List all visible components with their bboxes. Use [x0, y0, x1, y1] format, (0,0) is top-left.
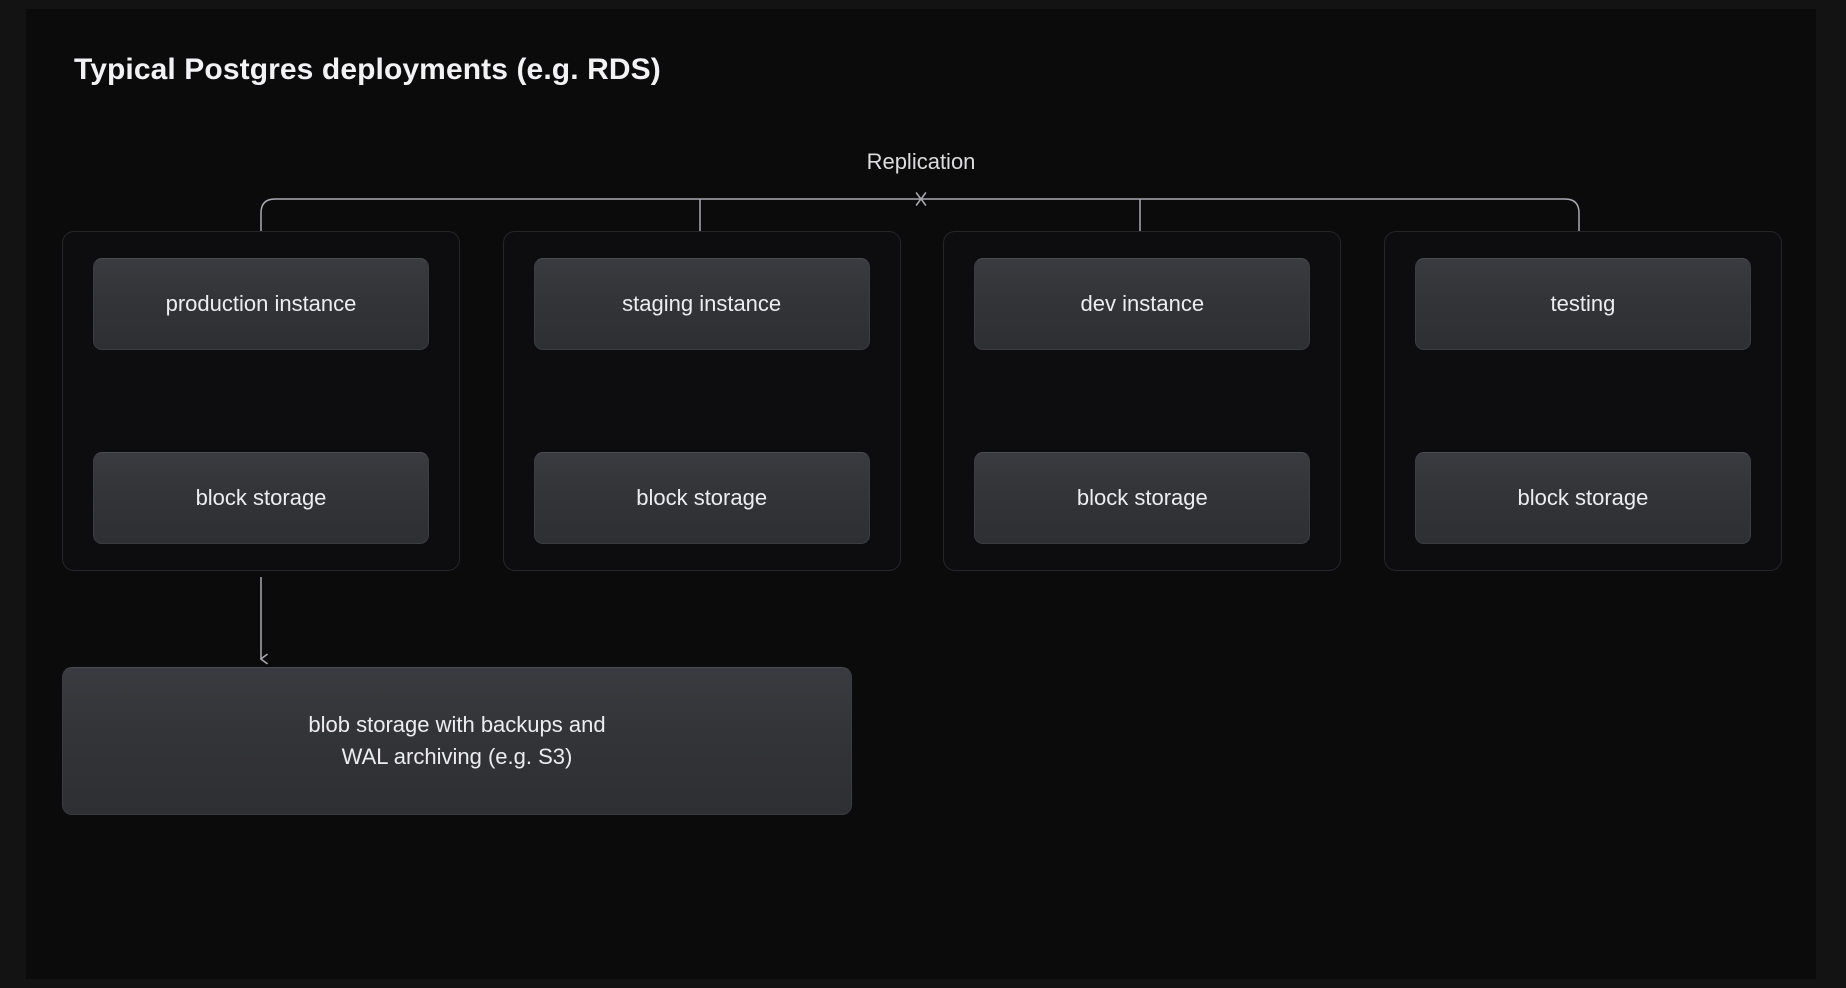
replication-label: Replication: [866, 149, 976, 174]
node-production-instance[interactable]: production instance: [93, 258, 429, 350]
node-blob-storage[interactable]: blob storage with backups and WAL archiv…: [62, 667, 852, 815]
node-label: block storage: [195, 484, 327, 510]
node-dev-instance[interactable]: dev instance: [974, 258, 1311, 350]
node-label-line-2: WAL archiving (e.g. S3): [341, 744, 573, 769]
node-testing-block-storage[interactable]: block storage: [1414, 452, 1751, 544]
environment-group-row: production instance block storage stagin…: [62, 231, 1782, 571]
env-group-production[interactable]: production instance block storage: [62, 231, 460, 571]
node-label: production instance: [165, 290, 357, 316]
node-dev-block-storage[interactable]: block storage: [974, 452, 1311, 544]
node-label: block storage: [1517, 484, 1649, 510]
node-production-block-storage[interactable]: block storage: [93, 452, 429, 544]
env-group-staging[interactable]: staging instance block storage: [502, 231, 901, 571]
node-label: testing: [1550, 290, 1616, 316]
node-label-line-1: blob storage with backups and: [308, 712, 606, 738]
page-title: Typical Postgres deployments (e.g. RDS): [74, 53, 661, 86]
node-label: dev instance: [1080, 290, 1205, 316]
node-testing-instance[interactable]: testing: [1414, 258, 1751, 350]
node-staging-instance[interactable]: staging instance: [533, 258, 870, 350]
node-label: block storage: [636, 484, 768, 510]
diagram-panel: Typical Postgres deployments (e.g. RDS) …: [26, 9, 1816, 979]
node-label: staging instance: [622, 290, 782, 316]
env-group-testing[interactable]: testing block storage: [1383, 231, 1782, 571]
node-label: block storage: [1076, 484, 1208, 510]
node-staging-block-storage[interactable]: block storage: [533, 452, 870, 544]
env-group-dev[interactable]: dev instance block storage: [943, 231, 1342, 571]
